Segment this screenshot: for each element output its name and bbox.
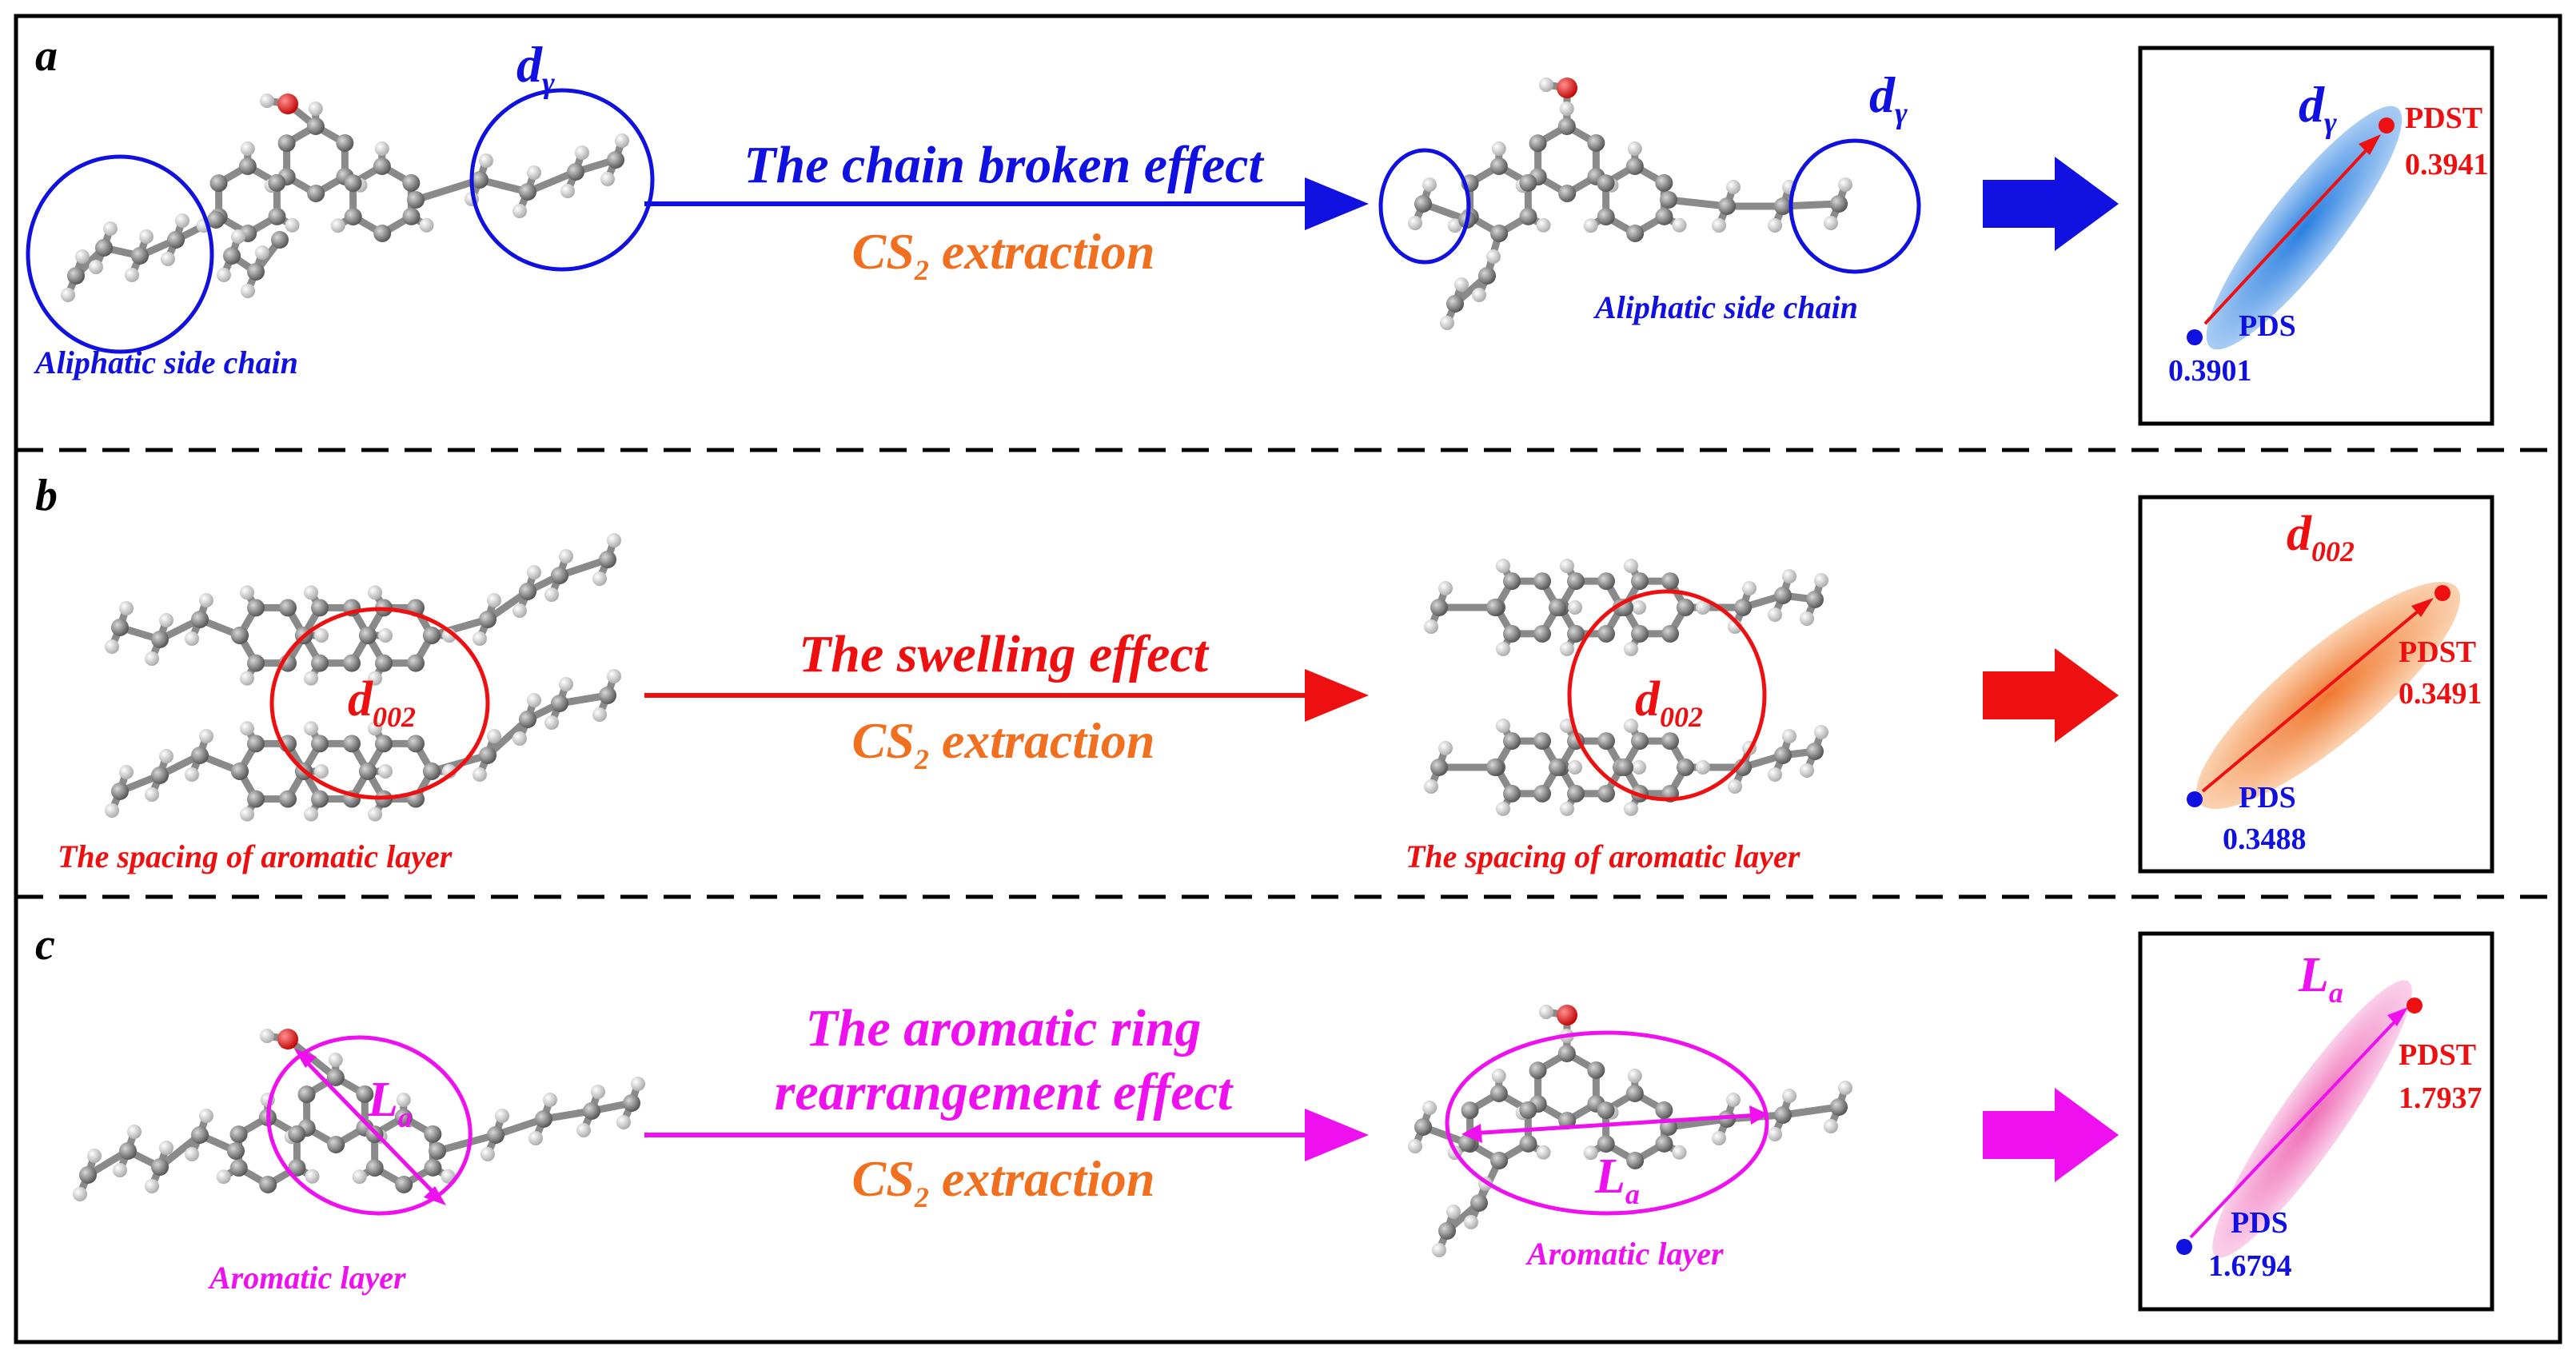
molecule-b-product-bottom: [1424, 719, 1828, 816]
param-label-left: La: [367, 1073, 413, 1133]
panel-letter: c: [35, 920, 55, 970]
end-point: [2434, 585, 2450, 601]
result-ellipse: [2212, 980, 2412, 1258]
panel-c: c La Aromatic layer The aromatic ring re…: [35, 920, 2494, 1312]
molecule-models: [61, 78, 1852, 1257]
caption-right: Aliphatic side chain: [1593, 289, 1858, 325]
la-arrow-left: [298, 1053, 441, 1201]
la-arrow-left-head-1: [294, 1049, 317, 1068]
change-arrow: [2203, 144, 2372, 325]
change-arrow: [2201, 606, 2424, 793]
start-value: 0.3901: [2168, 354, 2252, 388]
panel-letter: a: [35, 31, 58, 81]
panel-b: b d002 The spacing of aromatic layer The…: [35, 471, 2494, 874]
molecule-b-reactant-bottom: [105, 669, 621, 822]
layer-spacing-circle-right: [1567, 589, 1767, 802]
la-arrow-right-head-2: [1749, 1105, 1769, 1125]
change-arrow-head: [2359, 134, 2381, 155]
start-point: [2187, 791, 2203, 807]
la-arrow-left-head-2: [424, 1186, 446, 1205]
start-value: 0.3488: [2223, 822, 2307, 856]
end-label: PDST: [2405, 102, 2482, 135]
caption-right: Aromatic layer: [1525, 1236, 1724, 1272]
caption-right: The spacing of aromatic layer: [1406, 838, 1800, 874]
figure-border: [14, 14, 2562, 1344]
start-point: [2176, 1239, 2192, 1255]
caption-left: Aromatic layer: [207, 1260, 406, 1296]
side-chain-circle-product-left: [1378, 148, 1471, 265]
extraction-label: CS2 extraction: [852, 712, 1155, 775]
la-arrow-right: [1470, 1113, 1760, 1136]
side-chain-circle-product-right: [1788, 138, 1921, 274]
result-param: d002: [2287, 507, 2355, 567]
molecule-b-reactant-top: [105, 533, 621, 686]
caption-left: Aliphatic side chain: [33, 344, 298, 380]
start-label: PDS: [2239, 781, 2296, 814]
change-arrow: [2189, 1014, 2403, 1239]
change-arrow-head: [2411, 598, 2434, 617]
side-chain-circle-left: [26, 154, 214, 354]
result-arrow: [1983, 157, 2119, 251]
start-label: PDS: [2231, 1206, 2288, 1240]
layer-spacing-circle-left: [269, 607, 490, 800]
reaction-arrow-head: [1305, 669, 1369, 722]
end-point: [2379, 117, 2395, 133]
reaction-arrow-head: [1305, 1109, 1369, 1161]
result-ellipse: [2206, 106, 2403, 350]
molecule-b-product-top: [1424, 559, 1828, 656]
start-value: 1.6794: [2208, 1249, 2292, 1283]
start-point: [2187, 329, 2203, 345]
end-point: [2407, 998, 2422, 1014]
extraction-label: CS2 extraction: [852, 1150, 1155, 1213]
start-label: PDS: [2239, 309, 2296, 343]
param-label-right: d002: [1635, 672, 1703, 733]
result-arrow: [1983, 1088, 2119, 1182]
result-param: dγ: [2299, 76, 2337, 140]
result-ellipse: [2195, 581, 2461, 810]
change-arrow-head: [2387, 1007, 2408, 1026]
param-label-right: dγ: [1869, 66, 1908, 130]
caption-left: The spacing of aromatic layer: [58, 838, 453, 874]
end-value: 1.7937: [2399, 1081, 2482, 1115]
result-arrow: [1983, 648, 2119, 743]
panel-a: a dγ Aliphatic side chain The chain brok…: [26, 31, 2494, 426]
param-label-left: d002: [348, 672, 416, 733]
effect-title: The chain broken effect: [744, 136, 1264, 194]
param-label-right: La: [1594, 1149, 1640, 1210]
reaction-arrow-head: [1305, 177, 1369, 230]
panel-letter: b: [35, 471, 58, 520]
end-label: PDST: [2399, 1038, 2476, 1072]
effect-title: The swelling effect: [799, 625, 1210, 683]
molecule-a-product: [1408, 78, 1852, 330]
param-label-left: dγ: [516, 36, 555, 100]
end-value: 0.3491: [2399, 677, 2482, 711]
extraction-label: CS2 extraction: [852, 223, 1155, 286]
result-param: La: [2298, 948, 2343, 1009]
la-arrow-right-head-1: [1461, 1124, 1482, 1143]
end-label: PDST: [2399, 635, 2476, 669]
aromatic-ring-circle-right: [1445, 1030, 1769, 1216]
molecule-a-reactant: [61, 94, 629, 302]
effect-title-line-2: rearrangement effect: [775, 1063, 1234, 1121]
effect-title-line-1: The aromatic ring: [805, 999, 1201, 1057]
side-chain-circle-right: [469, 88, 655, 272]
end-value: 0.3941: [2405, 148, 2489, 181]
aromatic-ring-circle-left: [266, 1035, 473, 1216]
